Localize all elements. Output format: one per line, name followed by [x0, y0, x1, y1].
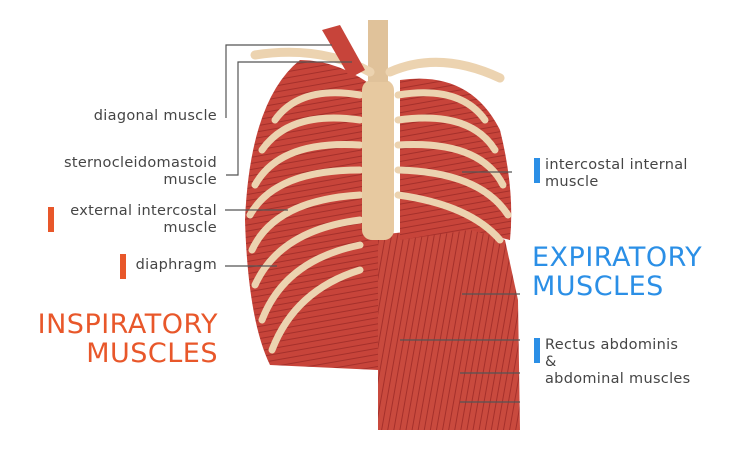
- inspiratory-marker: [120, 254, 126, 279]
- expiratory-marker: [534, 158, 540, 183]
- sternum: [362, 80, 394, 240]
- label-diagonal-muscle: diagonal muscle: [93, 108, 217, 124]
- abdominal-muscles: [378, 225, 520, 430]
- spine: [368, 20, 388, 82]
- neck-muscle: [322, 25, 365, 78]
- ribs: [246, 89, 512, 354]
- label-rectus-abdominis: Rectus abdominis&abdominal muscles: [545, 337, 691, 387]
- leader-lines: [225, 44, 520, 403]
- expiratory-marker: [534, 338, 540, 363]
- inspiratory-marker: [48, 207, 54, 232]
- label-diaphragm: diaphragm: [135, 257, 217, 273]
- rib-cage: [245, 60, 378, 370]
